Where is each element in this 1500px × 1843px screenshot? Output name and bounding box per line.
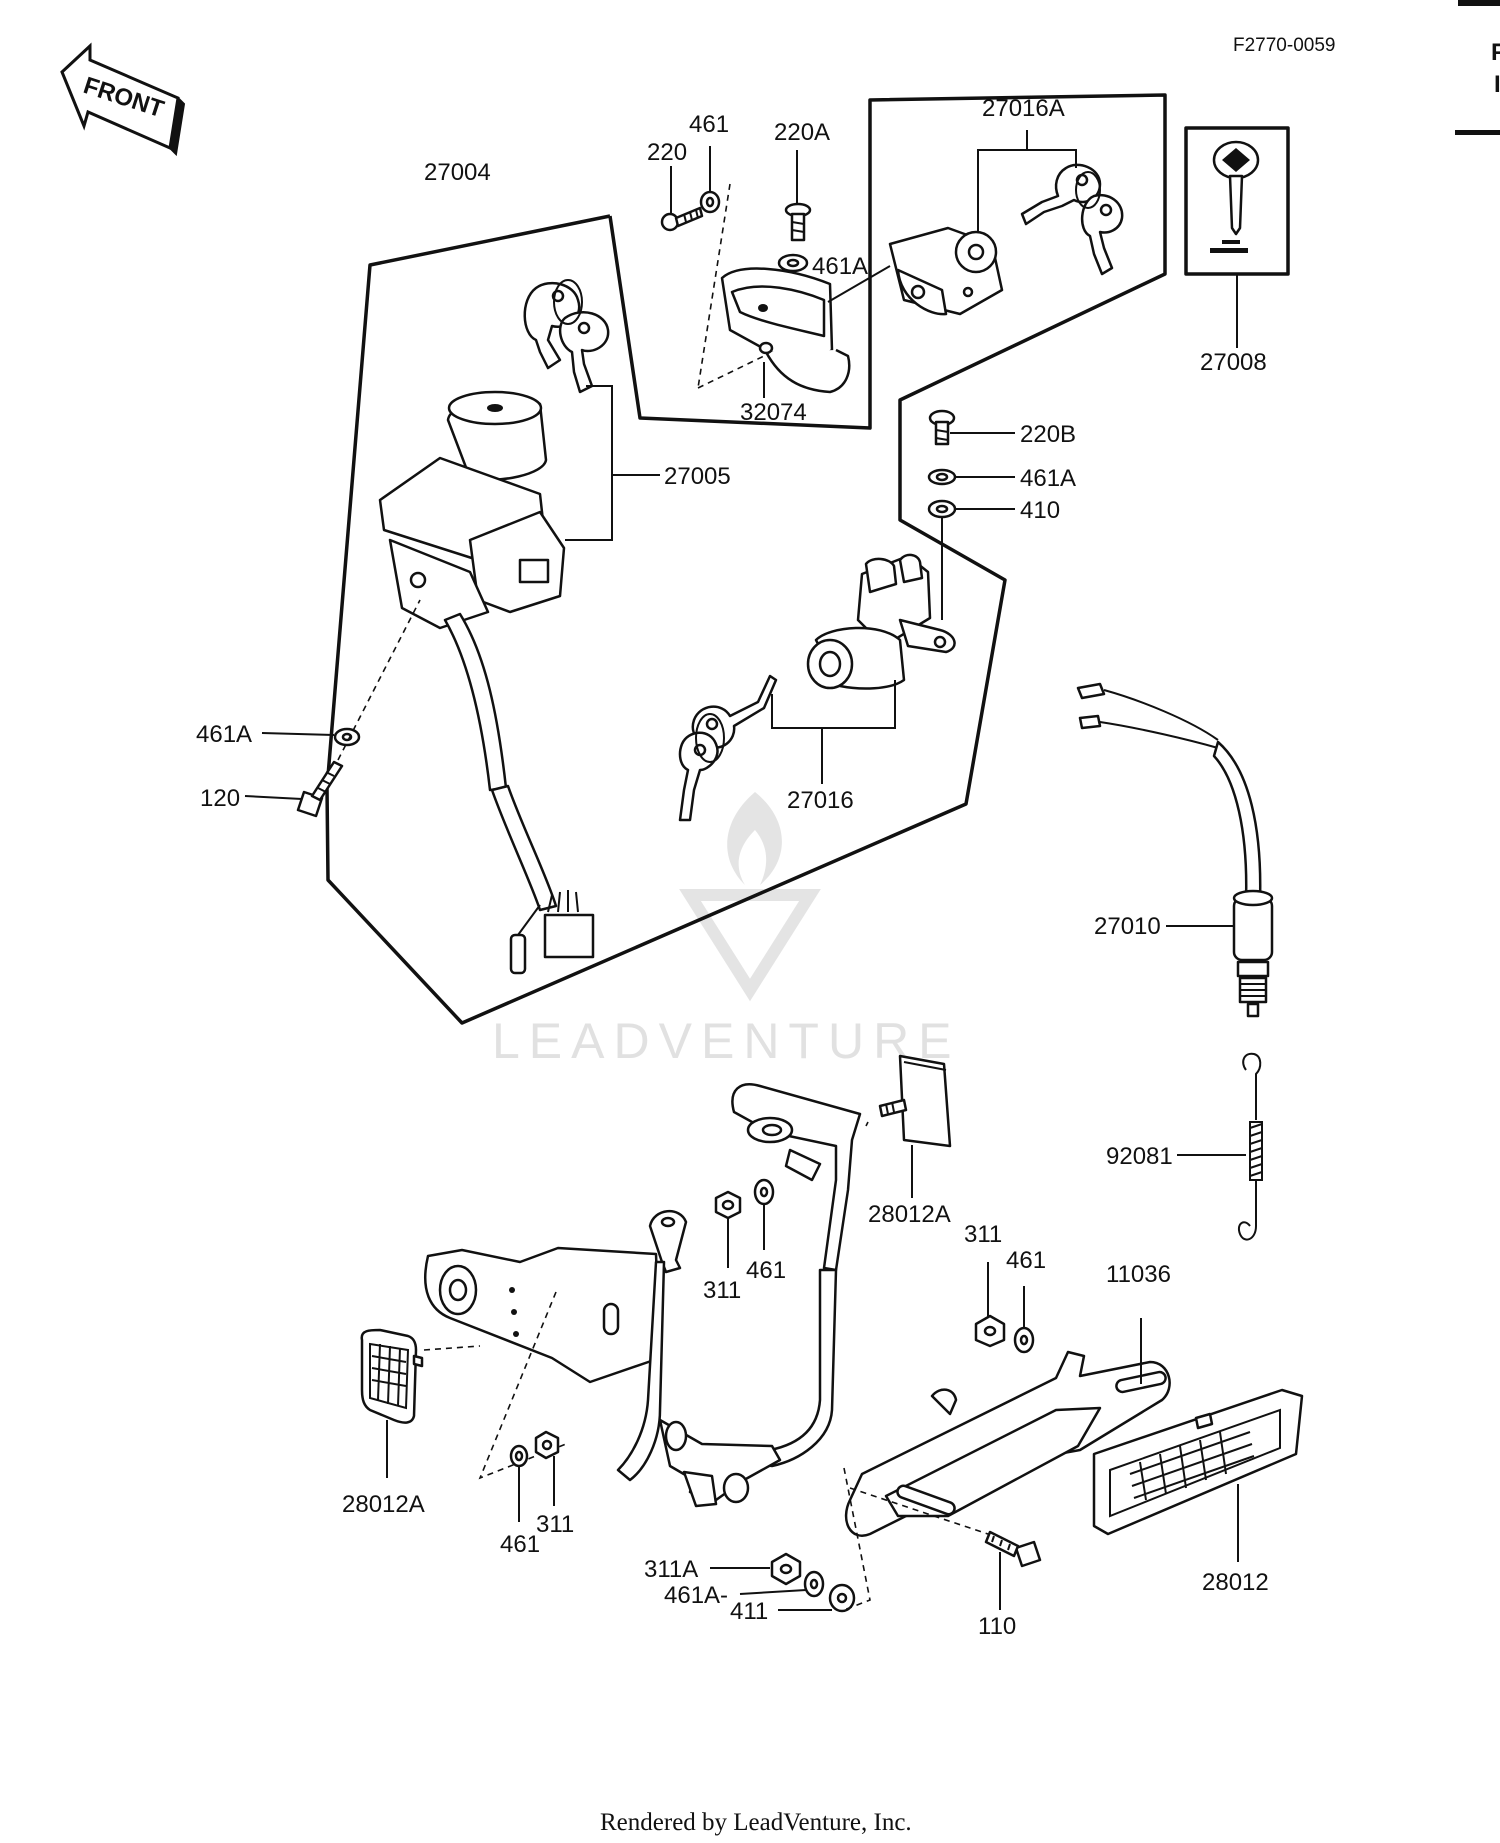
svg-text:I: I [1494, 71, 1500, 98]
callout-461-c: 461 [500, 1531, 540, 1558]
rear-bracket-stay [423, 1210, 838, 1508]
license-bracket-11036 [844, 1350, 1171, 1537]
dash-28012A-left [423, 1345, 481, 1351]
callout-461-a: 461 [746, 1257, 786, 1284]
screw-220 [660, 206, 704, 232]
dash-bottom-fasteners [843, 1467, 871, 1611]
washer-461A-mid [927, 468, 957, 486]
callout-220A: 220A [774, 119, 830, 146]
washer-461-top [699, 190, 721, 214]
callout-220: 220 [647, 139, 687, 166]
nut-311-b [974, 1314, 1006, 1348]
callout-311-a: 311 [703, 1277, 741, 1304]
dash-left-fasteners [478, 1291, 567, 1480]
nut-311-a [714, 1190, 742, 1220]
cover-32074 [720, 267, 851, 394]
callout-32074: 32074 [740, 399, 807, 426]
dash-bolt-bracket [849, 1487, 1001, 1539]
lock-27016 [806, 553, 956, 690]
washer-461-b [1013, 1326, 1035, 1354]
nut-311-c [534, 1430, 560, 1460]
callout-27004: 27004 [424, 159, 491, 186]
callout-28012A-top: 28012A [868, 1201, 951, 1228]
callout-92081: 92081 [1106, 1143, 1173, 1170]
bracket-27005 [565, 385, 613, 541]
dash-27005-bolt [337, 599, 421, 761]
front-direction-arrow: FRONT [60, 42, 186, 157]
ignition-group-outline [325, 93, 1167, 1025]
reflector-28012A-left [360, 1328, 424, 1424]
leader-461A-left [261, 732, 335, 736]
footer-credit: Rendered by LeadVenture, Inc. [600, 1809, 912, 1836]
callout-28012: 28012 [1202, 1569, 1269, 1596]
washer-461A-left [333, 727, 361, 747]
svg-text:F: F [1491, 39, 1500, 66]
callout-411: 411 [730, 1598, 768, 1625]
callout-461A-bottom: 461A- [664, 1582, 728, 1609]
callout-410: 410 [1020, 497, 1060, 524]
callout-labels: 27004 27005 220 461 220A 461A 32074 2701… [196, 95, 1269, 1640]
callout-27005: 27005 [664, 463, 731, 490]
washer-410 [927, 499, 957, 519]
switch-27010 [1076, 682, 1274, 1018]
callout-110: 110 [978, 1613, 1016, 1640]
washer-461-a [753, 1178, 775, 1206]
ignition-switch-assembly [378, 390, 595, 975]
ignition-keys-27005 [523, 279, 610, 394]
callout-27016A: 27016A [982, 95, 1065, 122]
watermark: LEADVENTURE [492, 792, 961, 1069]
leader-461A-bottom [739, 1589, 807, 1595]
callout-120: 120 [200, 785, 240, 812]
screw-220B [928, 409, 956, 446]
watermark-text: LEADVENTURE [492, 1013, 961, 1069]
bolt-110 [984, 1530, 1042, 1568]
callout-11036: 11036 [1106, 1261, 1171, 1288]
link-cover-lock [827, 265, 891, 303]
screw-220A [784, 202, 812, 242]
callout-461A-mid: 461A [1020, 465, 1076, 492]
callout-461A-top: 461A [812, 253, 868, 280]
key-blank-27008 [1210, 140, 1260, 253]
dash-cover-left [697, 183, 731, 389]
bolt-120 [296, 760, 344, 818]
keys-27016 [678, 674, 778, 822]
callout-28012A-left: 28012A [342, 1491, 425, 1518]
nut-311A [770, 1552, 802, 1586]
diagram-code: F2770-0059 [1233, 35, 1335, 56]
keys-27016A [1020, 163, 1124, 276]
washer-461A-bottom [803, 1570, 825, 1598]
page-edge-marks: F I [1455, 0, 1500, 135]
dash-cover-bottom [697, 355, 765, 389]
spring-92081 [1238, 1052, 1263, 1241]
washer-461A-top [777, 253, 809, 273]
callout-27016: 27016 [787, 787, 854, 814]
callout-220B: 220B [1020, 421, 1076, 448]
callout-27008: 27008 [1200, 349, 1267, 376]
callout-311-c: 311 [536, 1511, 574, 1538]
washer-411 [828, 1583, 856, 1613]
rear-bracket-upper [731, 1083, 862, 1272]
callout-461A-left: 461A [196, 721, 252, 748]
reflector-28012A-top [878, 1054, 952, 1148]
callout-461-b: 461 [1006, 1247, 1046, 1274]
callout-311A: 311A [644, 1556, 698, 1583]
reflector-28012 [1092, 1388, 1304, 1536]
callout-27010: 27010 [1094, 913, 1161, 940]
leader-120 [244, 795, 303, 800]
bracket-27016 [771, 680, 896, 729]
lock-27016A [888, 226, 1004, 316]
washer-461-c [509, 1444, 529, 1468]
callout-461-top: 461 [689, 111, 729, 138]
dash-28012A-top [865, 1121, 869, 1127]
callout-311-b: 311 [964, 1221, 1002, 1248]
